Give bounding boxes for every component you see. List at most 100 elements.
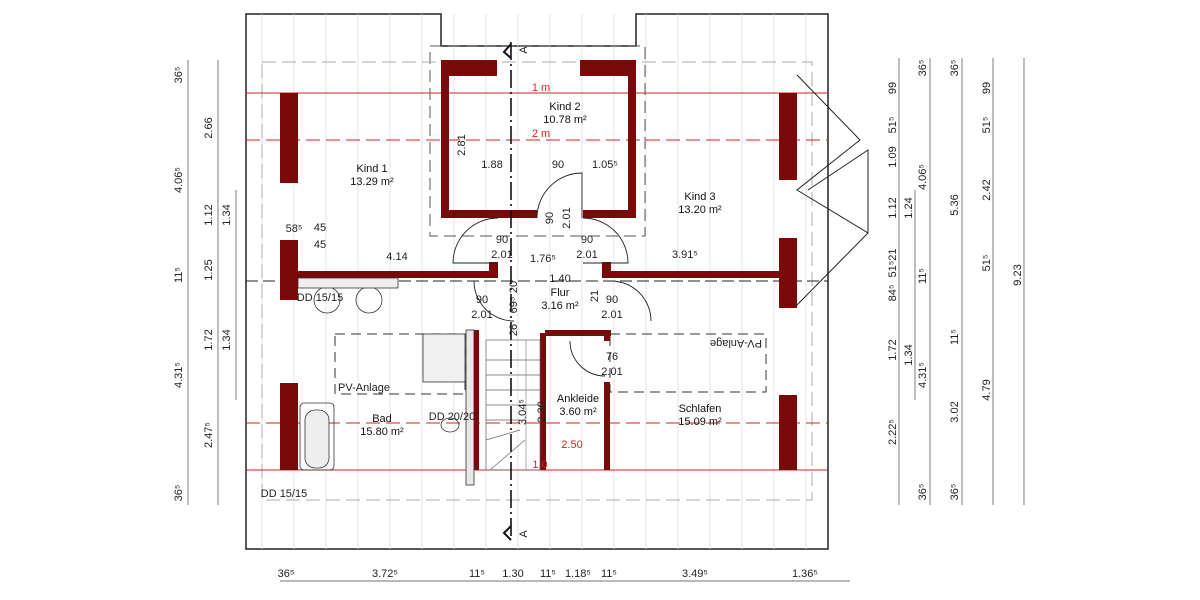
dimension-right: 99 (887, 82, 899, 94)
dimension-right: 36⁵ (949, 60, 961, 77)
roof-outline (245, 13, 829, 550)
annotation-dd-3: DD 20/20 (429, 411, 475, 423)
dimension-bottom: 11⁵ (540, 568, 556, 580)
interior-dimension: 1.76⁵ (530, 253, 556, 265)
interior-dimension: 45 (314, 239, 326, 251)
interior-dimension: 90 (606, 294, 618, 306)
dimension-left: 2.66 (203, 117, 215, 138)
interior-dimension: 90 (544, 212, 556, 224)
annotation-dd-2: DD 15/15 (261, 488, 307, 500)
dimension-left: 4.06⁵ (173, 167, 185, 193)
room-area: 3.16 m² (541, 300, 579, 312)
interior-dimension: 45 (314, 222, 326, 234)
dimension-bottom: 11⁵ (469, 568, 485, 580)
room-area: 13.29 m² (350, 176, 394, 188)
annotation-pv-left: PV-Anlage (338, 382, 390, 394)
plan-labels: Kind 113.29 m² Kind 210.78 m² Kind 313.20 … (173, 46, 1024, 580)
dimension-right: 11⁵ (917, 268, 929, 284)
dimension-right: 2.42 (981, 179, 993, 200)
dimension-left: 36⁵ (173, 67, 185, 84)
room-name: Schlafen (679, 403, 722, 415)
interior-dimension: 2.01 (601, 309, 622, 321)
interior-dimension: 4.14 (386, 251, 407, 263)
dimension-right: 36⁵ (917, 60, 929, 77)
interior-dimension: 1.05⁵ (592, 159, 618, 171)
interior-dimension: 1.88 (481, 159, 502, 171)
pv-right-outline (609, 333, 767, 393)
room-name: Ankleide (557, 393, 599, 405)
interior-dimension: 69⁵ (508, 297, 520, 314)
dimension-left: 2.47⁵ (203, 422, 215, 448)
annotation-pv-right: PV-Anlage (710, 337, 762, 349)
interior-dimension: 58⁵ (286, 223, 303, 235)
dimension-left: 11⁵ (173, 267, 185, 283)
dimension-right: 2.22⁵ (887, 419, 899, 445)
walls (280, 60, 797, 486)
interior-dimension: 2.01 (491, 249, 512, 261)
section-arrow-bottom (502, 525, 512, 541)
interior-dimension: 2.01 (561, 207, 573, 228)
interior-dimension: 76 (606, 351, 618, 363)
dimension-right: 9.23 (1012, 264, 1024, 285)
dimension-bottom: 11⁵ (601, 568, 617, 580)
annotation-height-2m: 2 m (532, 128, 550, 140)
room-area: 3.60 m² (559, 406, 597, 418)
room-name: Kind 2 (549, 101, 580, 113)
room-name: Kind 3 (684, 191, 715, 203)
section-marker-bottom: A (518, 530, 530, 538)
room-area: 15.09 m² (678, 416, 722, 428)
dimension-right: 51⁵ (887, 117, 899, 134)
dimension-left: 1.34 (221, 329, 233, 350)
room-name: Kind 1 (356, 163, 387, 175)
dimension-left: 4.31⁵ (173, 362, 185, 388)
dimension-left: 1.25 (203, 259, 215, 280)
interior-dimension: 2.01 (471, 309, 492, 321)
dimension-right: 1.12 (887, 197, 899, 218)
dimension-right: 1.09 (887, 146, 899, 167)
room-area: 15.80 m² (360, 426, 404, 438)
interior-dimension: 26 (508, 324, 520, 336)
dimension-right: 99 (981, 82, 993, 94)
plan-linework (187, 13, 1025, 582)
dimension-right: 51⁵21 (887, 248, 899, 277)
room-name: Flur (551, 287, 570, 299)
dimension-bottom: 1.18⁵ (565, 568, 591, 580)
staircase (485, 339, 541, 471)
annotation-stair-red: 2.50 (561, 439, 582, 451)
dimension-left: 1.72 (203, 329, 215, 350)
dimension-left: 36⁵ (173, 485, 185, 502)
sanitary-fixtures (297, 277, 466, 471)
interior-dimension: 3.04⁵ (517, 399, 529, 425)
dimension-right: 11⁵ (949, 329, 961, 345)
dimension-right: 36⁵ (949, 484, 961, 501)
room-area: 13.20 m² (678, 204, 722, 216)
interior-dimension: 1.40 (549, 273, 570, 285)
dimension-bottom: 3.49⁵ (682, 568, 708, 580)
section-arrow-top (502, 43, 512, 59)
interior-dimension: 2.01 (576, 249, 597, 261)
dormer-outline (429, 45, 646, 237)
dimension-right: 5.36 (949, 194, 961, 215)
dimension-right: 4.06⁵ (917, 164, 929, 190)
dimension-right: 84⁵ (887, 285, 899, 302)
interior-dimension: 90 (581, 234, 593, 246)
interior-dimension: 2.30 (536, 401, 548, 422)
dimension-right: 1.34 (903, 344, 915, 365)
interior-dimension: 2.01 (601, 366, 622, 378)
dimension-bottom: 3.72⁵ (372, 568, 398, 580)
dimension-right: 3.02 (949, 401, 961, 422)
dimension-bottom: 36⁵ (278, 568, 295, 580)
interior-dimension: 90 (552, 159, 564, 171)
annotation-dd-1: DD 15/15 (297, 292, 343, 304)
dimension-right: 36⁵ (917, 484, 929, 501)
dimension-left: 1.12 (203, 204, 215, 225)
dimension-left: 1.34 (221, 204, 233, 225)
room-area: 10.78 m² (543, 114, 587, 126)
dimension-right: 1.72 (887, 339, 899, 360)
annotation-height-1m: 1 m (532, 82, 550, 94)
interior-dimension: 3.91⁵ (672, 249, 698, 261)
interior-dimension: 2.81 (456, 134, 468, 155)
interior-dimension: 90 (496, 234, 508, 246)
room-name: Bad (372, 413, 392, 425)
